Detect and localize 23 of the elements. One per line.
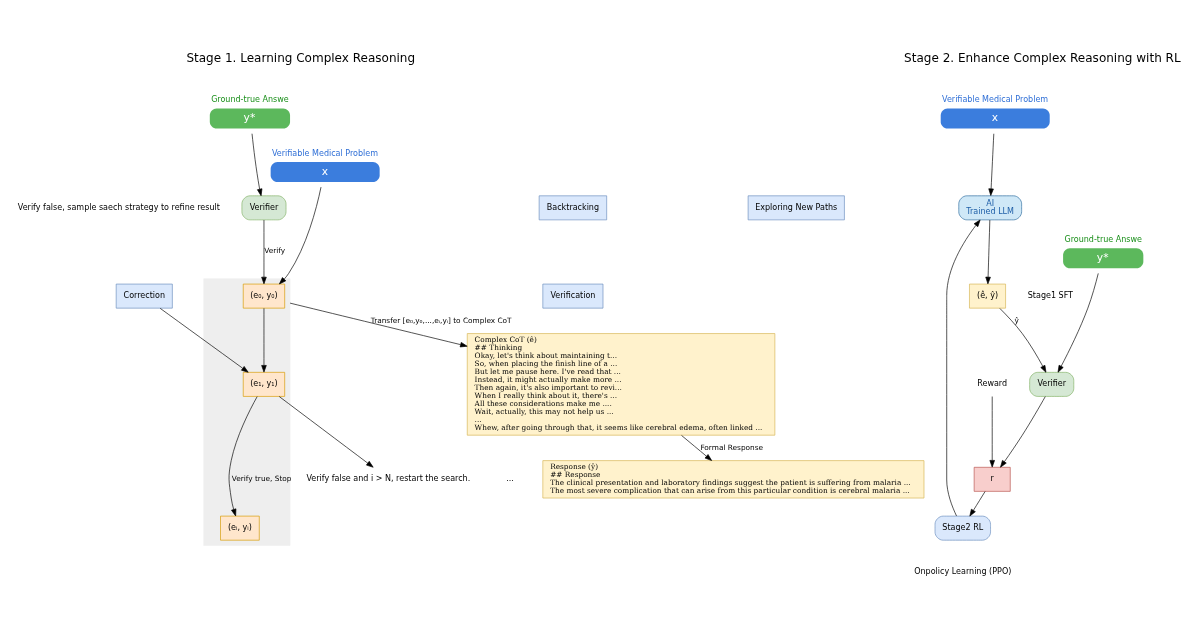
arrow [681,434,712,461]
arrow [278,395,374,468]
arrow [159,307,249,373]
arrow [228,395,258,516]
arrow [988,132,995,196]
arrow [999,307,1047,373]
arrow [969,490,986,516]
label: Stage 2. Enhance Complex Reasoning with RL [904,50,1181,65]
arrow [985,219,991,284]
node-box: y* [209,108,291,129]
arrow [989,395,995,467]
arrow [289,302,468,347]
arrow [1057,272,1099,373]
node-box: y* [1063,247,1144,268]
arrow [261,307,267,372]
node-box: x [270,161,380,182]
arrow [946,219,981,516]
arrow [261,219,267,284]
arrow [251,132,263,196]
arrow [279,186,322,284]
label: Stage 1. Learning Complex Reasoning [186,50,416,65]
node-box: x [940,108,1050,129]
arrow [1000,395,1046,468]
